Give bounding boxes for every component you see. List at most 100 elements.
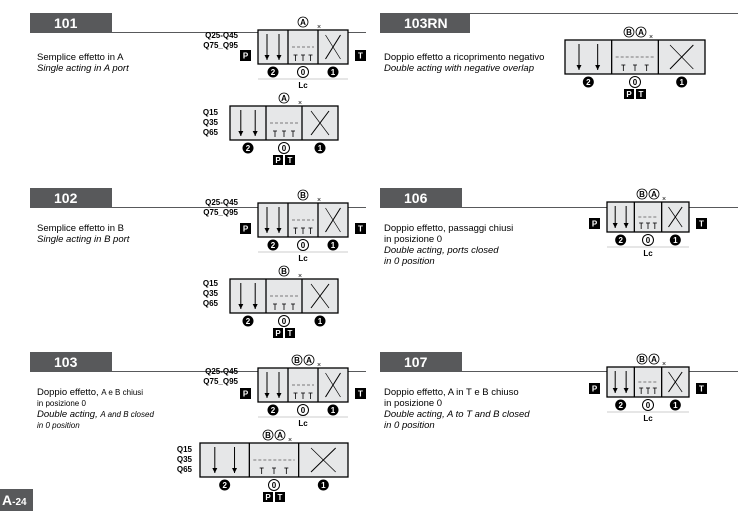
- lc-label: Lc: [298, 81, 308, 90]
- desc-english-small: A and B closed: [100, 410, 154, 419]
- position-number-circle: [327, 66, 339, 78]
- position-number: 1: [673, 236, 678, 245]
- port-label-b: B: [639, 355, 645, 364]
- t-block: [636, 89, 646, 99]
- position-number-circle: [297, 404, 309, 416]
- x-mark: ×: [288, 437, 292, 444]
- t-port-label: T: [358, 225, 363, 234]
- p-port-label: P: [626, 90, 632, 99]
- position-number-circle: [669, 234, 681, 246]
- section-header-107: 107: [380, 352, 462, 372]
- p-block: [273, 155, 283, 165]
- section-code: 106: [404, 190, 428, 206]
- desc-english-2: in 0 position: [384, 256, 435, 267]
- section-code: 101: [54, 15, 78, 31]
- flow-path: [669, 44, 694, 70]
- p-block: [263, 492, 273, 502]
- lc-label: Lc: [643, 249, 653, 258]
- arrow-head: [238, 131, 244, 136]
- port-circle: [278, 265, 290, 277]
- position-number-circle: [317, 479, 329, 491]
- port-label-a: A: [651, 190, 657, 199]
- position-number-circle: [278, 142, 290, 154]
- x-mark: ×: [298, 273, 302, 280]
- flow-path: [325, 372, 341, 398]
- p-block: [273, 328, 283, 338]
- position-number: 1: [673, 401, 678, 410]
- desc-english-2: in 0 position: [384, 420, 435, 431]
- flow-path: [310, 447, 336, 473]
- position-number-circle: [676, 76, 688, 88]
- flow-path: [310, 110, 330, 136]
- position-number: 0: [301, 241, 306, 250]
- port-label-a: A: [651, 355, 657, 364]
- section-header-106: 106: [380, 188, 462, 208]
- arrow-head: [264, 228, 270, 233]
- position-number-circle: [669, 399, 681, 411]
- position-number: 0: [301, 68, 306, 77]
- desc-italian-2: in posizione 0: [384, 398, 443, 409]
- position-number-circle: [267, 66, 279, 78]
- position-number: 2: [271, 68, 276, 77]
- t-port-label: T: [358, 52, 363, 61]
- position-number: 2: [222, 481, 227, 490]
- port-circle: [648, 353, 660, 365]
- flow-path: [668, 371, 683, 393]
- position-number-circle: [642, 234, 654, 246]
- t-block: [275, 492, 285, 502]
- flow-path: [310, 283, 330, 309]
- t-port-label: T: [288, 156, 293, 165]
- position-number-circle: [278, 315, 290, 327]
- desc-english: Single acting in A port: [37, 63, 129, 74]
- arrow-head: [276, 393, 282, 398]
- page-number: A-24: [0, 489, 33, 511]
- p-port-label: P: [275, 329, 281, 338]
- desc-english-2: in 0 position: [37, 421, 80, 430]
- section-code: 102: [54, 190, 78, 206]
- description-102: Semplice effetto in B Single acting in B…: [37, 223, 129, 245]
- section-code: 103RN: [404, 15, 448, 31]
- x-mark: ×: [662, 196, 666, 203]
- position-number-circle: [314, 315, 326, 327]
- arrow-head: [232, 468, 238, 473]
- position-number: 1: [318, 317, 323, 326]
- position-number-circle: [242, 142, 254, 154]
- section-rule: [462, 207, 738, 208]
- port-circle: [635, 26, 647, 38]
- port-circle: [636, 353, 648, 365]
- port-circle: [623, 26, 635, 38]
- position-number-circle: [314, 142, 326, 154]
- arrow-head: [276, 55, 282, 60]
- position-number-circle: [242, 315, 254, 327]
- description-101: Semplice effetto in A Single acting in A…: [37, 52, 129, 74]
- lc-label: Lc: [298, 254, 308, 263]
- description-106: Doppio effetto, passaggi chiusi in posiz…: [384, 223, 513, 267]
- position-number: 1: [331, 68, 336, 77]
- port-label-a: A: [638, 28, 644, 37]
- port-circle: [262, 429, 274, 441]
- x-mark: ×: [317, 362, 321, 369]
- p-block: [240, 388, 251, 399]
- position-number-circle: [582, 76, 594, 88]
- x-mark: ×: [298, 100, 302, 107]
- arrow-head: [623, 223, 629, 228]
- port-label-b: B: [281, 267, 287, 276]
- t-block: [355, 50, 366, 61]
- port-circle: [648, 188, 660, 200]
- section-rule: [462, 371, 738, 372]
- position-number-circle: [629, 76, 641, 88]
- desc-italian: Semplice effetto in A: [37, 52, 124, 63]
- flow-path: [668, 206, 683, 228]
- p-port-label: P: [592, 220, 598, 229]
- section-header-102: 102: [30, 188, 112, 208]
- position-number: 0: [633, 78, 638, 87]
- description-103: Doppio effetto, A e B chiusi in posizion…: [37, 387, 154, 431]
- position-number-circle: [268, 479, 280, 491]
- section-rule: [112, 32, 366, 33]
